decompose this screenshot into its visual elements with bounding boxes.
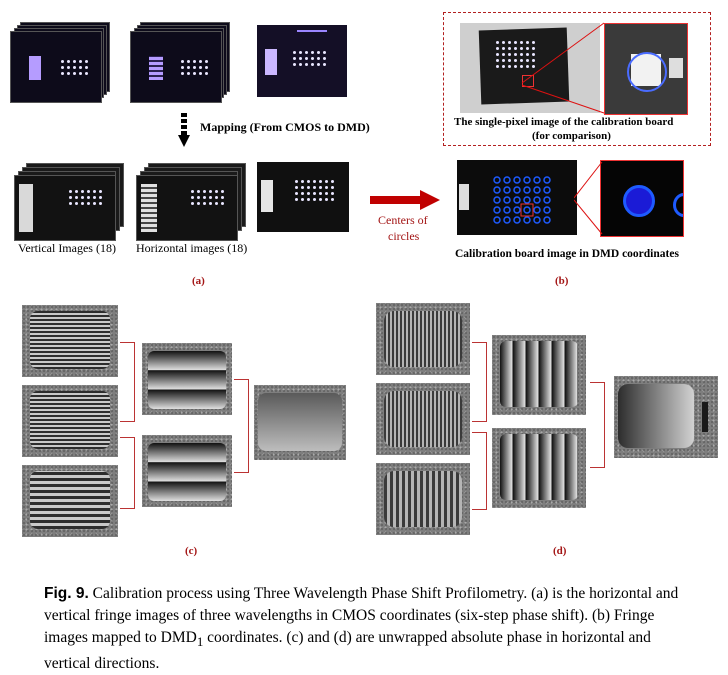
- d-bracket-2: [472, 432, 487, 510]
- circles-label: circles: [388, 229, 420, 243]
- vertical-images-label: Vertical Images (18): [18, 241, 116, 255]
- calib-dmd-label: Calibration board image in DMD coordinat…: [455, 248, 679, 260]
- c-fringe-2: [22, 385, 118, 457]
- single-pixel-box: The single-pixel image of the calibratio…: [443, 12, 711, 146]
- d-bracket-1: [472, 342, 487, 422]
- single-pixel-caption-2: (for comparison): [532, 130, 611, 142]
- d-fringe-2: [376, 383, 470, 455]
- single-pixel-image: [460, 23, 600, 113]
- c-wrapped-1: [142, 343, 232, 415]
- c-bracket-1: [120, 342, 135, 422]
- figure-caption: Fig. 9. Calibration process using Three …: [44, 583, 694, 675]
- down-arrow-icon: [178, 113, 190, 149]
- d-bracket-3: [590, 382, 605, 468]
- d-fringe-3: [376, 463, 470, 535]
- dmd-vertical-stack: [14, 163, 126, 243]
- label-d: (d): [553, 545, 567, 557]
- label-c: (c): [185, 545, 198, 557]
- d-absolute-phase: [614, 376, 718, 458]
- blue-zoom-connector-icon: [574, 161, 603, 235]
- horizontal-images-label: Horizontal images (18): [136, 241, 248, 255]
- label-b: (b): [555, 275, 569, 287]
- c-wrapped-2: [142, 435, 232, 507]
- dmd-blue-zoom: [600, 160, 684, 237]
- mapping-label: Mapping (From CMOS to DMD): [200, 120, 370, 134]
- cmos-vertical-stack: [10, 22, 110, 104]
- zoom-connector-icon: [521, 22, 605, 114]
- d-fringe-1: [376, 303, 470, 375]
- dmd-horizontal-stack: [136, 163, 248, 243]
- right-arrow-icon: [370, 190, 440, 210]
- caption-subscript: 1: [196, 634, 204, 650]
- d-wrapped-1: [492, 335, 586, 415]
- cmos-horizontal-stack: [130, 22, 230, 104]
- cmos-calibration-board: [257, 25, 347, 97]
- dmd-calibration-blue: [457, 160, 577, 235]
- caption-text-1: Calibration process using Three Waveleng…: [44, 585, 679, 646]
- dmd-calibration-board: [257, 162, 349, 232]
- single-pixel-caption-1: The single-pixel image of the calibratio…: [454, 116, 674, 128]
- caption-text-2: coordinates. (c) and (d) are unwrapped a…: [44, 629, 651, 673]
- c-absolute-phase: [254, 385, 346, 460]
- figure-label: Fig. 9.: [44, 585, 89, 602]
- d-wrapped-2: [492, 428, 586, 508]
- label-a: (a): [192, 275, 205, 287]
- c-fringe-1: [22, 305, 118, 377]
- centers-of-label: Centers of: [378, 213, 428, 227]
- blue-circle-grid: [493, 176, 551, 224]
- c-bracket-2: [120, 437, 135, 509]
- single-pixel-zoom: [604, 23, 688, 115]
- c-bracket-3: [234, 379, 249, 473]
- c-fringe-3: [22, 465, 118, 537]
